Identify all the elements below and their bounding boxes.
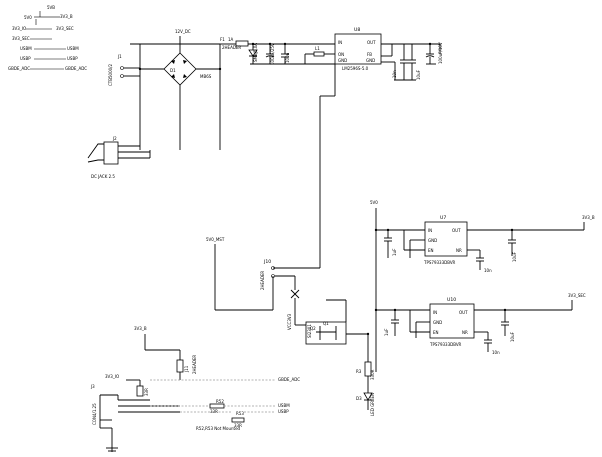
u8-pin-on: ON xyxy=(338,52,344,57)
cap-c2: 100n xyxy=(285,52,290,63)
cap-c8: 10n xyxy=(484,268,492,273)
q-ref: Q1 xyxy=(323,321,329,326)
v3v3-b-right-label: 3V3_B xyxy=(582,215,595,220)
net-label-block: 5VB 5V0 3V3_B 3V3_IO 3V3_SEC 3V3_SEC USB… xyxy=(8,5,87,71)
j1-ref: J1 xyxy=(117,54,122,59)
r3-ref: R3 xyxy=(356,369,362,374)
gbde-adc-right-label: GBDE_ADC xyxy=(65,66,87,71)
j3-part: CON4/1.25 xyxy=(92,403,97,425)
d3-ref: D3 xyxy=(356,396,362,401)
cap-c4: 10uF xyxy=(416,69,421,80)
dc-jack: J2 DC JACK 2.5 xyxy=(87,136,150,179)
r53-ref: R53 xyxy=(236,411,244,416)
vsys-label: 5V0 xyxy=(370,200,378,205)
fuse-val: 1A xyxy=(228,37,234,42)
j10-ref: J10 xyxy=(263,259,271,265)
v3v3-b-mid-label: 3V3_B xyxy=(134,326,147,331)
fuse-small-val: 2HEADER xyxy=(192,355,197,374)
j2-part: DC JACK 2.5 xyxy=(91,174,115,179)
cap-c7: 10uF xyxy=(512,251,517,262)
usbm-right-label: USBM xyxy=(67,46,79,51)
gbde-adc-left-label: GBDE_ADC xyxy=(8,66,30,71)
v5v-label: 5V0 xyxy=(24,15,32,20)
u10-pin-out: OUT xyxy=(459,310,468,315)
r-usb-val: 33R xyxy=(144,388,149,396)
mosfet-label: Q2 xyxy=(310,326,316,331)
cap-c1: 100uF/25V xyxy=(270,43,275,65)
u7-pin-gnd: GND xyxy=(428,238,437,243)
u7-regulator: 5V0 1uF U7 IN OUT GND EN NR TPS79333DBVR… xyxy=(370,200,595,372)
cap-c5: 10n xyxy=(392,70,397,78)
cap-c6: 1uF xyxy=(392,248,397,256)
v3v3-sec-label: 3V3_SEC xyxy=(12,36,30,41)
r53-val: 33R xyxy=(234,423,242,428)
j10-part: 2HEADER xyxy=(260,271,265,290)
u7-part: TPS79333DBVR xyxy=(423,260,456,265)
cap-c9: 1uF xyxy=(384,328,389,336)
u8-part: LM2596S-5.0 xyxy=(342,66,369,71)
u8-pin-gnd2: GND xyxy=(366,58,375,63)
cap-c8b: 10n xyxy=(492,350,500,355)
q-part: SI2301 xyxy=(307,324,312,338)
u8-pin-gnd1: GND xyxy=(338,58,347,63)
u7-pin-out: OUT xyxy=(452,228,461,233)
u8-pin-fb: FB xyxy=(367,52,372,57)
gbde-adc-bottom-label: GBDE_ADC xyxy=(278,377,300,382)
cap-c7b: 10uF xyxy=(510,331,515,342)
r3-val: 330R xyxy=(370,369,375,380)
d3-part: LED GREEN xyxy=(370,393,375,416)
v5v-master-section: 5V0_MST J10 2HEADER VCC3V3 Q2 SI2301 Q1 xyxy=(206,237,368,345)
usbp-bottom-label: USBP xyxy=(278,409,289,414)
u10-regulator: 1uF U10 IN OUT GND EN NR TPS79333DBVR 10… xyxy=(374,293,586,355)
j11-part: 2HEADER xyxy=(222,45,241,50)
j11-ref: J11 xyxy=(184,365,189,373)
u8-regulator: U8 IN OUT ON FB GND GND LM2596S-5.0 L1 1… xyxy=(273,27,443,269)
u8-ref: U8 xyxy=(354,27,360,33)
input-section: 12V_DC J1 CTB5000/2 D1 MB6S J2 xyxy=(87,29,221,179)
j3-ref: J3 xyxy=(90,384,95,389)
v5v-mst-label: 5V0_MST xyxy=(206,237,225,242)
d1-ref: D1 xyxy=(170,68,176,73)
power-led: R3 330R D3 LED GREEN xyxy=(356,334,375,416)
l1-ref: L1 xyxy=(315,46,320,51)
usbp-right-label: USBP xyxy=(67,56,78,61)
v3v3-sec-left-label: 3V3_SEC xyxy=(56,26,74,31)
u8-pin-in: IN xyxy=(338,40,342,45)
u10-pin-gnd: GND xyxy=(433,320,442,325)
u10-pin-nr: NR xyxy=(462,330,468,335)
v3v3-io-bottom-label: 3V3_IO xyxy=(105,374,119,379)
r52-ref: R52 xyxy=(216,399,224,404)
usb-section: 3V3_B J11 2HEADER GBDE_ADC 3V3_IO 33R J3… xyxy=(90,326,300,452)
u10-part: TPS79333DBVR xyxy=(429,342,462,347)
v12v-dc-label: 12V_DC xyxy=(175,29,191,34)
v3v3-sec-right-label: 3V3_SEC xyxy=(568,293,586,298)
u10-pin-in: IN xyxy=(433,310,437,315)
j1-part: CTB5000/2 xyxy=(108,63,113,86)
u7-pin-en: EN xyxy=(428,248,434,253)
buck-input: F1 1A 2HEADER SMBJ5.0A 100uF/25V 100n xyxy=(220,37,335,65)
tvs-part: SMBJ5.0A xyxy=(253,43,258,62)
cap-c3: 100uF/10V xyxy=(438,42,443,64)
fuse-ref: F1 xyxy=(220,37,225,42)
u7-pin-nr: NR xyxy=(456,248,462,253)
v3v3-b-left-label: 3V3_B xyxy=(60,14,73,19)
usbm-bottom-label: USBM xyxy=(278,403,290,408)
r52-val: 33R xyxy=(210,409,218,414)
usbp-left-label: USBP xyxy=(20,56,31,61)
u7-ref: U7 xyxy=(440,215,446,221)
j2-ref: J2 xyxy=(112,136,117,141)
vin-top-label: 5VB xyxy=(47,5,55,10)
u10-ref: U10 xyxy=(447,297,456,303)
u10-pin-en: EN xyxy=(433,330,439,335)
u8-pin-out: OUT xyxy=(367,40,376,45)
tvs-ref: VCC3V3 xyxy=(287,313,292,330)
d1-part: MB6S xyxy=(200,74,212,79)
u7-pin-in: IN xyxy=(428,228,432,233)
usbm-left-label: USBM xyxy=(20,46,32,51)
v3v3-io-label: 3V3_IO xyxy=(12,26,26,31)
not-mounted-note: R52,R53 Not Mounted xyxy=(196,426,241,431)
